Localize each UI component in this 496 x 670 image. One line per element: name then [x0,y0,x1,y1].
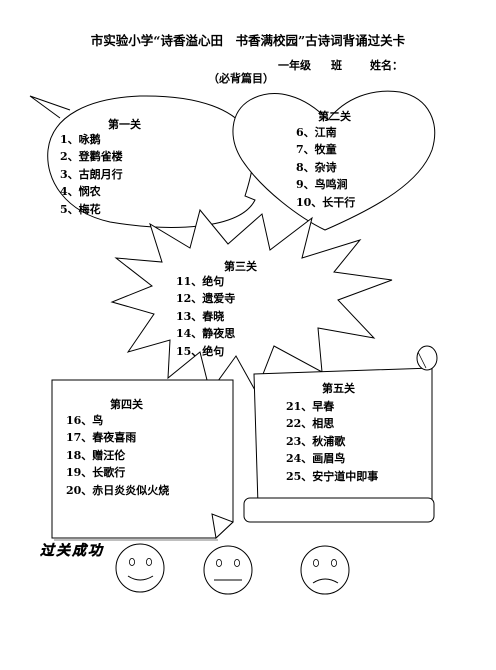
poem-item: 10、长干行 [296,195,356,209]
level3-explosion-star [110,208,393,394]
poem-item: 12、遗爱寺 [176,292,236,306]
poem-item: 25、安宁道中即事 [286,469,379,483]
poem-item: 13、春晓 [176,309,225,323]
poem-item: 1、咏鹅 [60,133,101,146]
poem-item: 11、绝句 [176,275,225,288]
poem-item: 6、江南 [296,126,337,139]
level2-heart [232,90,436,231]
level5-scroll-top-roll [416,345,438,371]
level3-title: 第三关 [224,260,257,273]
level2-poem-list: 6、江南 7、牧童 8、杂诗 9、鸟鸣涧 10、长干行 [296,124,355,211]
poem-item: 7、牧童 [296,143,337,157]
poem-item: 5、梅花 [60,202,101,216]
level4-poem-list: 16、鸟 17、春夜喜雨 18、赠汪伦 19、长歌行 20、赤日炎炎似火烧 [66,412,169,499]
class-label: 班 [331,59,342,72]
poem-item: 22、相思 [286,417,335,431]
poem-item: 15、绝句 [176,344,225,358]
level1-bubble-tail [29,95,71,119]
poem-item: 17、春夜喜雨 [66,431,137,445]
poem-item: 16、鸟 [66,414,104,427]
level2-title: 第二关 [318,110,351,123]
level1-title: 第一关 [108,118,141,131]
level1-poem-list: 1、咏鹅 2、登鹳雀楼 3、古朗月行 4、悯农 5、梅花 [60,131,123,218]
poem-item: 23、秋浦歌 [286,434,346,448]
level5-scroll-bottom-roll [243,497,435,523]
grade-label: 一年级 [278,59,311,72]
poem-item: 4、悯农 [60,185,101,199]
level5-title: 第五关 [322,382,355,395]
success-label: 过关成功 [40,543,104,559]
poem-item: 21、早春 [286,400,335,413]
level4-title: 第四关 [110,398,143,411]
poem-item: 18、赠汪伦 [66,448,126,462]
poem-item: 2、登鹳雀楼 [60,150,123,164]
smiling-face-icon [115,543,165,593]
poem-item: 24、画眉鸟 [286,452,346,466]
level4-note-fold [211,513,234,540]
sad-face-icon [300,545,350,595]
poem-item: 3、古朗月行 [60,167,123,181]
level3-poem-list: 11、绝句 12、遗爱寺 13、春晓 14、静夜思 15、绝句 [176,273,235,360]
poem-item: 8、杂诗 [296,160,337,174]
poem-item: 14、静夜思 [176,327,236,341]
poem-item: 20、赤日炎炎似火烧 [66,483,170,497]
poem-item: 19、长歌行 [66,466,126,480]
neutral-face-icon [203,545,253,595]
name-label: 姓名： [370,59,403,72]
page-title: 市实验小学“诗香溢心田 书香满校园”古诗词背诵过关卡 [90,33,406,48]
level5-poem-list: 21、早春 22、相思 23、秋浦歌 24、画眉鸟 25、安宁道中即事 [286,398,378,485]
poem-item: 9、鸟鸣涧 [296,178,348,192]
required-note: （必背篇目） [208,72,274,85]
